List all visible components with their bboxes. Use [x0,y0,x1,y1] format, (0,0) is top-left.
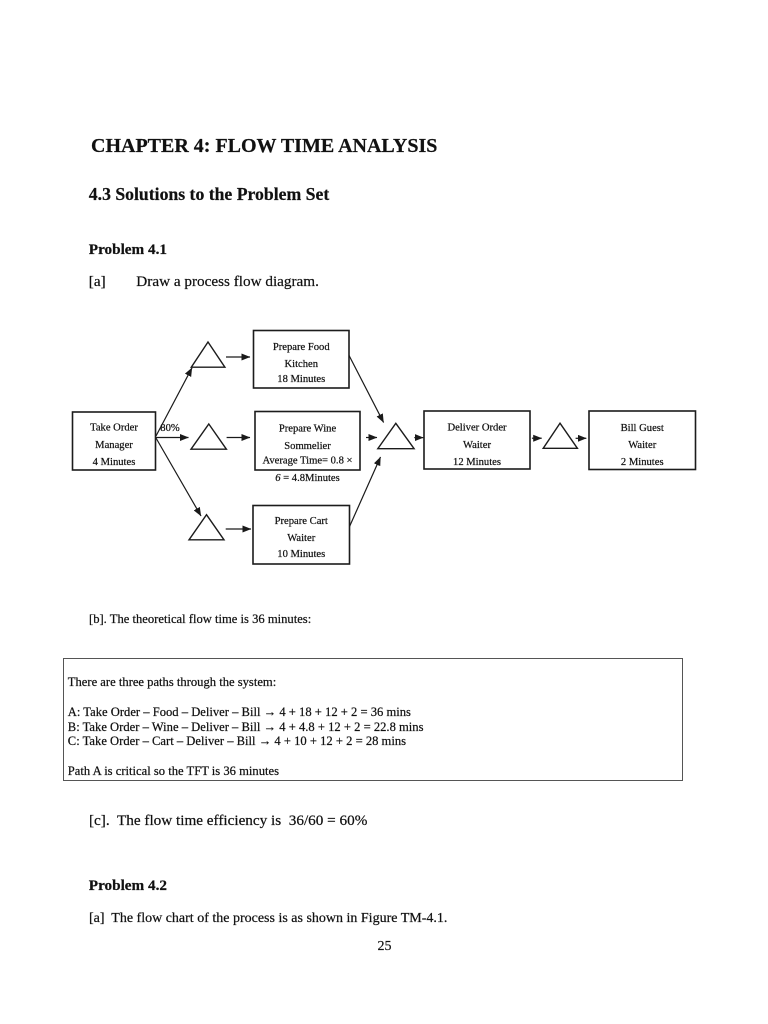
svg-text:Prepare Wine: Prepare Wine [279,423,337,434]
svg-text:Bill Guest: Bill Guest [621,423,664,434]
svg-text:Take Order: Take Order [90,423,138,434]
svg-text:6 = 4.8Minutes: 6 = 4.8Minutes [275,473,340,484]
svg-text:Manager: Manager [95,440,133,451]
svg-text:80%: 80% [160,423,180,434]
svg-text:12 Minutes: 12 Minutes [453,457,501,468]
svg-text:Prepare Food: Prepare Food [273,342,330,353]
svg-text:Waiter: Waiter [463,440,491,451]
svg-text:Waiter: Waiter [628,440,656,451]
svg-text:Kitchen: Kitchen [284,359,318,370]
svg-text:18 Minutes: 18 Minutes [277,374,325,385]
svg-text:2 Minutes: 2 Minutes [621,457,664,468]
svg-text:Prepare Cart: Prepare Cart [275,516,328,527]
svg-text:Average Time= 0.8 ×: Average Time= 0.8 × [262,456,352,467]
svg-text:Sommelier: Sommelier [284,441,331,452]
svg-text:4 Minutes: 4 Minutes [93,457,136,468]
svg-text:Waiter: Waiter [287,533,315,544]
svg-text:Deliver Order: Deliver Order [447,423,507,434]
svg-text:10 Minutes: 10 Minutes [277,549,325,560]
